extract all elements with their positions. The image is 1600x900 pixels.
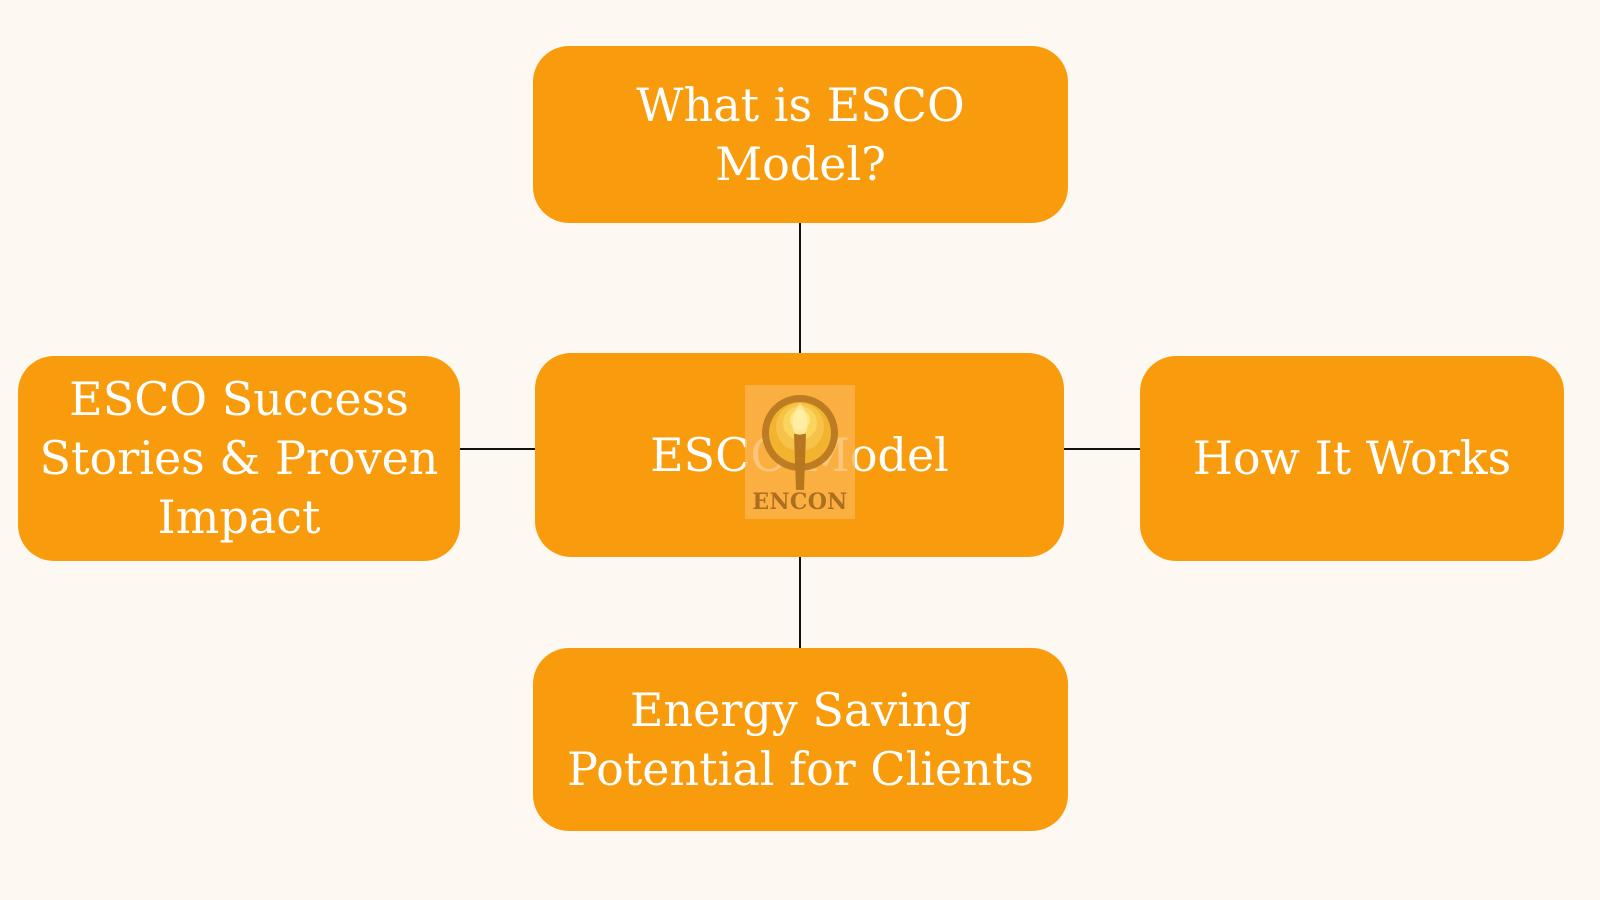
connector-bottom [799, 557, 801, 648]
node-left-line-3: Impact [157, 489, 321, 544]
node-success-stories: ESCO Success Stories & Proven Impact [18, 356, 460, 561]
node-esco-model: ESCO Model [535, 353, 1064, 557]
node-how-it-works: How It Works [1140, 356, 1564, 561]
node-right-label: How It Works [1192, 431, 1512, 486]
node-top-line-1: What is ESCO [636, 77, 965, 132]
node-what-is-esco-model: What is ESCO Model? [533, 46, 1068, 223]
connector-top [799, 223, 801, 353]
connector-right [1064, 448, 1140, 450]
node-energy-saving-potential: Energy Saving Potential for Clients [533, 648, 1068, 831]
node-bottom-line-2: Potential for Clients [567, 741, 1034, 796]
node-top-line-2: Model? [715, 136, 886, 191]
node-center-label: ESCO Model [650, 427, 949, 482]
node-left-line-1: ESCO Success [69, 372, 409, 427]
node-left-line-2: Stories & Proven [39, 431, 439, 486]
node-bottom-line-1: Energy Saving [629, 682, 972, 737]
connector-left [460, 448, 535, 450]
